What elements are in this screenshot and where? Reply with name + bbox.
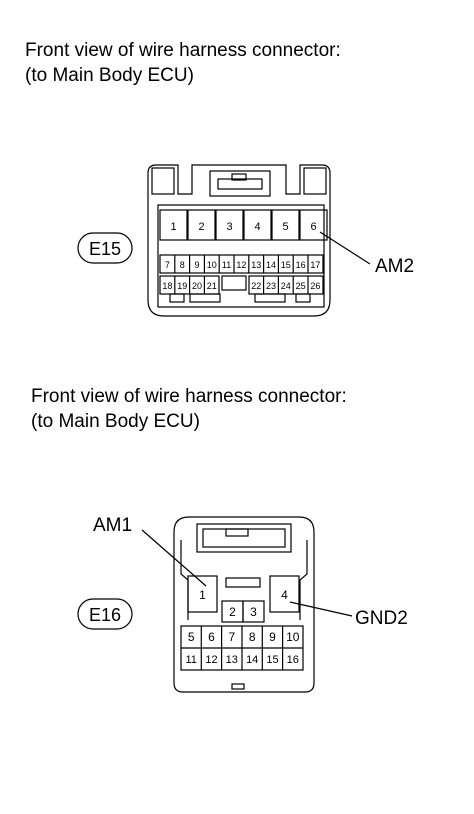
e16-caption: Front view of wire harness connector: (t… [31,384,347,434]
e16-grid-row1-pins: 5 6 7 8 9 10 [188,630,300,644]
e15-pin-13: 13 [251,260,261,270]
e15-pin-22: 22 [251,281,261,291]
e15-badge-outline [77,232,133,264]
e16-pin-16: 16 [287,654,299,666]
e16-gnd2-label: GND2 [355,608,408,629]
e16-am1-leader [141,529,207,587]
e15-top-row-pins: 1 2 3 4 5 6 [170,221,316,233]
e16-pin-13: 13 [226,654,238,666]
e16-pin-15: 15 [266,654,278,666]
e15-pin-4: 4 [254,221,260,233]
e15-pin-2: 2 [198,221,204,233]
e16-pin-14: 14 [246,654,258,666]
e15-caption: Front view of wire harness connector: (t… [25,38,341,88]
e16-pin-6: 6 [208,630,215,644]
e15-pin-1: 1 [170,221,176,233]
e15-pin-24: 24 [281,281,291,291]
e16-gnd2-leader [289,601,353,617]
e16-pin-10: 10 [286,630,300,644]
e16-pin-11: 11 [185,654,196,666]
e15-caption-line2: (to Main Body ECU) [25,65,194,86]
e15-pin-20: 20 [192,281,202,291]
e16-connector-body [173,516,315,693]
e15-pin-7: 7 [165,260,170,270]
e15-pin-8: 8 [180,260,185,270]
e15-pin-19: 19 [177,281,187,291]
e15-pin-21: 21 [207,281,217,291]
e16-caption-line2: (to Main Body ECU) [31,411,200,432]
e15-pin-12: 12 [236,260,246,270]
e16-badge-outline [77,598,133,630]
e16-caption-line1: Front view of wire harness connector: [31,386,347,407]
e15-pin-10: 10 [207,260,217,270]
e15-pin-17: 17 [310,260,320,270]
e15-pin-3: 3 [226,221,232,233]
e16-large-pins: 1 4 2 3 [199,588,288,619]
e15-pin-15: 15 [281,260,291,270]
e16-pin-2: 2 [229,605,236,619]
e15-pin-5: 5 [282,221,288,233]
e16-am1-label: AM1 [93,515,132,536]
e15-bottom-row-pins: 18 19 20 21 22 23 24 25 26 [162,281,320,291]
e15-mid-row-pins: 7 8 9 10 11 12 13 14 15 16 17 [165,260,321,270]
e16-pin-1: 1 [199,588,206,602]
e16-pin-3: 3 [250,605,257,619]
e15-pin-6: 6 [310,221,316,233]
e15-connector-body [147,164,331,317]
e15-am2-leader [319,231,371,265]
e16-pin-9: 9 [269,630,276,644]
e16-pin-8: 8 [249,630,256,644]
e16-connector-id: E16 [89,605,121,625]
e15-caption-line1: Front view of wire harness connector: [25,40,341,61]
e15-pin-16: 16 [296,260,306,270]
e15-am2-label: AM2 [375,256,414,277]
e15-pin-18: 18 [162,281,172,291]
e15-pin-25: 25 [296,281,306,291]
e15-pin-9: 9 [194,260,199,270]
e15-pin-26: 26 [310,281,320,291]
e16-pin-12: 12 [205,654,217,666]
e16-pin-7: 7 [228,630,235,644]
e16-grid-row2-pins: 11 12 13 14 15 16 [185,654,298,666]
e16-pin-4: 4 [281,588,288,602]
e15-pin-23: 23 [266,281,276,291]
e16-pin-5: 5 [188,630,195,644]
e15-pin-11: 11 [222,260,231,270]
e15-connector-id: E15 [89,239,121,259]
e15-pin-14: 14 [266,260,276,270]
